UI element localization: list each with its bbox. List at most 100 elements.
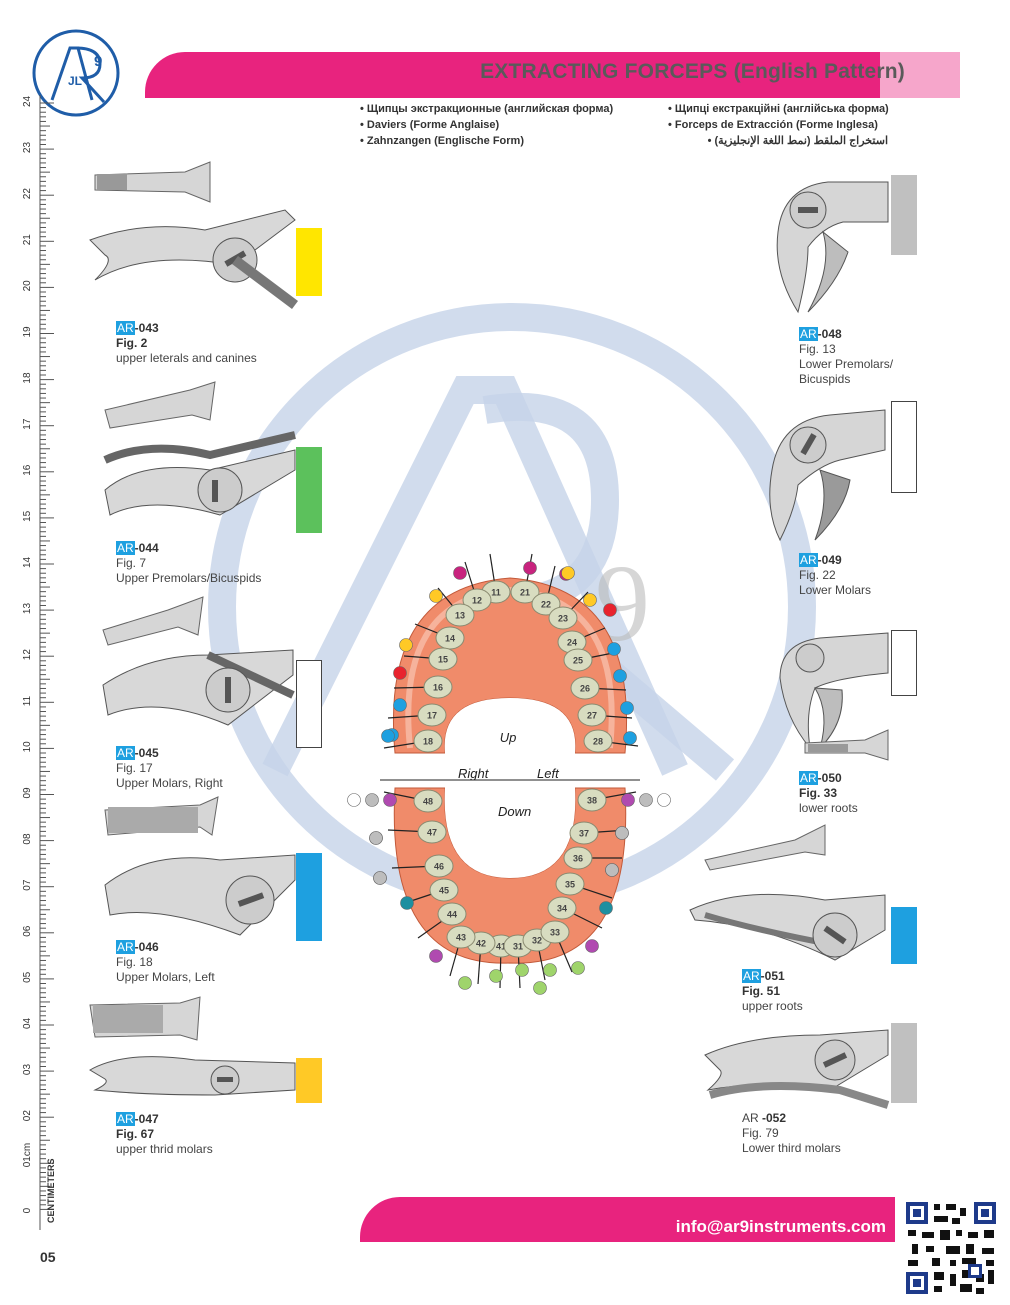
tooth-28: 28 [583, 729, 613, 753]
extraction-dot [571, 961, 585, 975]
extraction-dot [523, 561, 537, 575]
qr-code-icon[interactable] [904, 1200, 998, 1296]
tooth-number: 34 [557, 904, 567, 914]
tooth-number: 48 [423, 797, 433, 807]
extraction-dot [615, 826, 629, 840]
tooth-44: 44 [437, 902, 467, 926]
tooth-number: 28 [593, 737, 603, 747]
ruler-label: 10 [22, 741, 33, 753]
tooth-12: 12 [462, 588, 492, 612]
tooth-number: 44 [447, 910, 457, 920]
tooth-17: 17 [417, 703, 447, 727]
ruler-label: 11 [22, 695, 33, 706]
subtitles-left: • Щипцы экстракционные (английская форма… [360, 101, 613, 149]
tooth-27: 27 [577, 703, 607, 727]
tooth-16: 16 [423, 675, 453, 699]
tooth-18: 18 [413, 729, 443, 753]
tooth-number: 35 [565, 880, 575, 890]
ruler-label: 16 [22, 464, 33, 476]
product-code: AR-045 [116, 746, 159, 760]
extraction-dot [369, 831, 383, 845]
product-code: AR-046 [116, 940, 159, 954]
product-desc: Lower third molars [742, 1141, 841, 1155]
extraction-dot [605, 863, 619, 877]
product-code: AR-044 [116, 541, 159, 555]
ruler-label: 09 [22, 787, 33, 799]
product-desc: upper thrid molars [116, 1142, 213, 1156]
extraction-dot [607, 642, 621, 656]
product-048: AR-048 Fig. 13 Lower Premolars/ Bicuspid… [799, 327, 893, 387]
forceps-image-048 [776, 181, 889, 314]
tooth-number: 37 [579, 829, 589, 839]
logo-small: JL [68, 74, 82, 88]
product-fig: Fig. 2 [116, 336, 148, 350]
product-code: AR-043 [116, 321, 159, 335]
extraction-dot [365, 793, 379, 807]
tooth-number: 31 [513, 942, 523, 952]
ruler-label: 02 [22, 1110, 33, 1122]
product-fig: Fig. 18 [116, 955, 153, 969]
tooth-37: 37 [569, 821, 599, 845]
tooth-number: 47 [427, 828, 437, 838]
tooth-34: 34 [547, 896, 577, 920]
tooth-22: 22 [531, 592, 561, 616]
product-code: AR-049 [799, 553, 842, 567]
chart-label-right: Right [458, 766, 490, 781]
product-fig: Fig. 67 [116, 1127, 155, 1141]
tooth-number: 38 [587, 796, 597, 806]
page-number: 05 [40, 1249, 56, 1265]
color-code-043 [296, 228, 322, 296]
extraction-dot [639, 793, 653, 807]
tooth-36: 36 [563, 846, 593, 870]
product-052: AR -052 Fig. 79 Lower third molars [742, 1111, 841, 1156]
extraction-dot [453, 566, 467, 580]
tooth-48: 48 [413, 789, 443, 813]
extraction-dot [400, 896, 414, 910]
color-code-046 [296, 853, 322, 941]
extraction-dot [599, 901, 613, 915]
color-code-051 [891, 907, 917, 964]
footer-email[interactable]: info@ar9instruments.com [675, 1217, 886, 1236]
forceps-image-047 [89, 996, 296, 1096]
tooth-33: 33 [540, 920, 570, 944]
header-accent [880, 52, 960, 98]
product-fig: Fig. 51 [742, 984, 781, 998]
ruler-label: 0 [22, 1207, 33, 1213]
tooth-46: 46 [424, 854, 454, 878]
extraction-dot [515, 963, 529, 977]
logo-digit: 9 [94, 53, 102, 70]
company-logo: AR JL 9 [32, 29, 120, 117]
forceps-image-045 [102, 596, 295, 726]
subtitle-ru: • Щипцы экстракционные (английская форма… [360, 103, 614, 115]
extraction-dot [623, 731, 637, 745]
tooth-21: 21 [510, 580, 540, 604]
footer-bar [360, 1197, 895, 1242]
forceps-image-052 [704, 1029, 890, 1109]
tooth-number: 14 [445, 634, 455, 644]
product-050: AR-050 Fig. 33 lower roots [799, 771, 858, 816]
extraction-dot [533, 981, 547, 995]
ruler-unit-label: CENTIMETERS [46, 1158, 56, 1223]
extraction-dot [620, 701, 634, 715]
extraction-dot [603, 603, 617, 617]
tooth-number: 45 [439, 886, 449, 896]
color-code-048 [891, 175, 917, 255]
product-045: AR-045 Fig. 17 Upper Molars, Right [116, 746, 223, 791]
extraction-dot [373, 871, 387, 885]
product-fig: Fig. 22 [799, 568, 836, 582]
tooth-number: 42 [476, 939, 486, 949]
product-code: AR-051 [742, 969, 785, 983]
product-049: AR-049 Fig. 22 Lower Molars [799, 553, 871, 598]
subtitle-es: • Forceps de Extracción (Forme Inglesa) [668, 119, 878, 131]
product-fig: Fig. 7 [116, 556, 147, 570]
tooth-47: 47 [417, 820, 447, 844]
extraction-dot [583, 593, 597, 607]
ruler-label: 22 [22, 188, 33, 200]
product-044: AR-044 Fig. 7 Upper Premolars/Bicuspids [116, 541, 261, 586]
extraction-dot [429, 589, 443, 603]
tooth-number: 41 [496, 942, 506, 952]
tooth-number: 18 [423, 737, 433, 747]
subtitle-fr: • Daviers (Forme Anglaise) [360, 119, 500, 131]
forceps-image-049 [769, 409, 886, 542]
chart-label-up: Up [500, 730, 517, 745]
